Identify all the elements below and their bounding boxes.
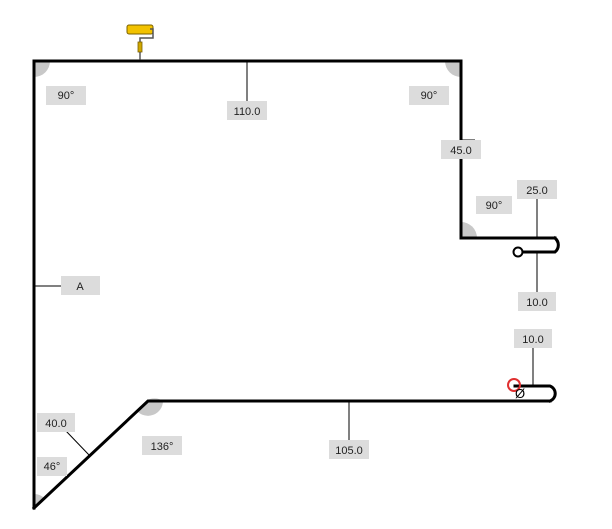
svg-text:25.0: 25.0: [526, 185, 547, 197]
label-dim-hook-bottom[interactable]: 10.0: [514, 329, 552, 348]
label-dim-hook-top-bottom[interactable]: 10.0: [518, 292, 556, 311]
paint-roller-icon[interactable]: [126, 24, 154, 60]
wall-hook-upper[interactable]: [516, 235, 560, 254]
label-angle-top-left[interactable]: 90°: [46, 86, 86, 105]
svg-text:10.0: 10.0: [522, 334, 543, 346]
red-circle-marker-icon[interactable]: [507, 378, 521, 392]
leader-dim-diag: [65, 430, 91, 457]
wall-outline-upper[interactable]: [32, 59, 557, 510]
label-angle-inner[interactable]: 90°: [476, 196, 512, 214]
svg-text:136°: 136°: [151, 441, 174, 453]
angle-wedge-inner: [461, 222, 477, 238]
label-dim-hook-top[interactable]: 25.0: [517, 180, 557, 199]
svg-text:90°: 90°: [421, 90, 438, 102]
svg-text:90°: 90°: [486, 200, 503, 212]
wall-outline-lower[interactable]: [31, 399, 552, 511]
svg-text:45.0: 45.0: [450, 145, 471, 157]
label-dim-top[interactable]: 110.0: [227, 101, 267, 120]
diameter-symbol-icon: Ø: [515, 386, 525, 401]
svg-text:10.0: 10.0: [526, 297, 547, 309]
label-angle-bottom-left[interactable]: 46°: [37, 457, 67, 476]
svg-text:40.0: 40.0: [45, 418, 66, 430]
svg-text:105.0: 105.0: [335, 445, 363, 457]
label-angle-136[interactable]: 136°: [142, 436, 182, 455]
angle-wedge-top-right: [445, 61, 461, 77]
svg-text:110.0: 110.0: [234, 106, 261, 118]
label-dim-right-upper[interactable]: 45.0: [441, 140, 481, 159]
angle-wedge-136: [137, 401, 163, 416]
svg-text:90°: 90°: [58, 90, 75, 102]
svg-text:46°: 46°: [44, 461, 61, 473]
label-wall-marker[interactable]: A: [61, 276, 100, 295]
svg-text:A: A: [76, 281, 84, 293]
label-dim-diag[interactable]: 40.0: [37, 413, 75, 432]
angle-wedge-top-left: [34, 61, 50, 77]
hole-circle-icon[interactable]: [512, 246, 524, 258]
label-angle-top-right[interactable]: 90°: [409, 86, 449, 105]
label-dim-bottom[interactable]: 105.0: [329, 440, 369, 459]
wall-hook-lower[interactable]: [513, 384, 557, 403]
